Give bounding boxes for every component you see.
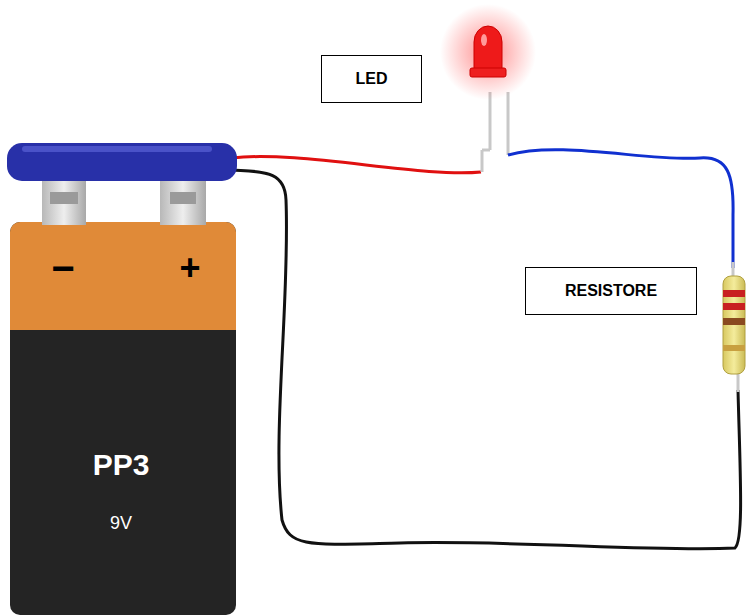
red-wire	[232, 157, 481, 173]
battery-voltage: 9V	[110, 513, 132, 534]
label-box: RESISTORE	[525, 267, 697, 315]
blue-wire	[508, 150, 733, 268]
part-name: RESISTORE	[565, 282, 657, 300]
led-lead	[481, 150, 484, 172]
battery-symbol	[7, 143, 237, 615]
terminal-sign: −	[51, 246, 74, 291]
terminal-sign: +	[179, 247, 200, 289]
led-lead	[482, 149, 490, 152]
black-wire	[232, 170, 741, 549]
battery-model: PP3	[93, 448, 150, 482]
led-symbol	[440, 4, 536, 100]
led-lead	[489, 92, 492, 150]
led-lead	[507, 92, 510, 155]
resistor-symbol	[723, 262, 745, 392]
label-box: LED	[321, 55, 422, 103]
part-name: LED	[356, 70, 388, 88]
